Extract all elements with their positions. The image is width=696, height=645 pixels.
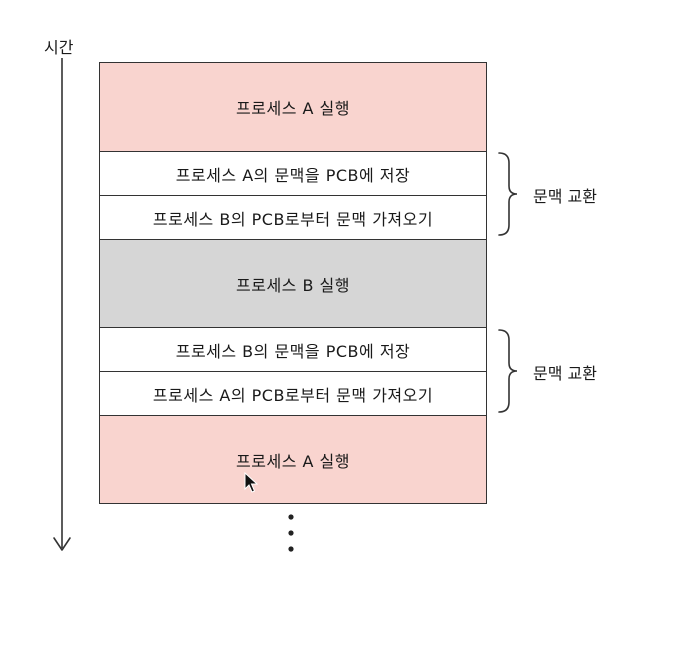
- time-axis-label: 시간: [44, 38, 74, 57]
- context-switch-label: 문맥 교환: [533, 364, 597, 383]
- save-context-a-block: 프로세스 A의 문맥을 PCB에 저장: [100, 151, 486, 195]
- block-label: 프로세스 A의 PCB로부터 문맥 가져오기: [152, 385, 434, 405]
- load-context-b-block: 프로세스 B의 PCB로부터 문맥 가져오기: [100, 195, 486, 239]
- process-timeline: 프로세스 A 실행 프로세스 A의 문맥을 PCB에 저장 프로세스 B의 PC…: [99, 62, 487, 504]
- block-label: 프로세스 A의 문맥을 PCB에 저장: [175, 165, 411, 185]
- context-switch-brace: [498, 152, 518, 236]
- process-a-exec-block: 프로세스 A 실행: [100, 63, 486, 151]
- time-axis-arrow: [53, 58, 71, 551]
- continuation-ellipsis: [288, 514, 294, 552]
- block-label: 프로세스 B 실행: [236, 275, 350, 295]
- block-label: 프로세스 B의 문맥을 PCB에 저장: [175, 341, 411, 361]
- save-context-b-block: 프로세스 B의 문맥을 PCB에 저장: [100, 327, 486, 371]
- block-label: 프로세스 A 실행: [236, 99, 350, 118]
- block-label: 프로세스 A 실행: [236, 451, 350, 471]
- block-label: 프로세스 B의 PCB로부터 문맥 가져오기: [152, 209, 434, 229]
- context-switch-brace: [498, 329, 518, 413]
- process-a-exec-block: 프로세스 A 실행: [100, 415, 486, 503]
- context-switch-label: 문맥 교환: [533, 187, 597, 206]
- mouse-pointer-icon: [244, 472, 259, 493]
- load-context-a-block: 프로세스 A의 PCB로부터 문맥 가져오기: [100, 371, 486, 415]
- process-b-exec-block: 프로세스 B 실행: [100, 239, 486, 327]
